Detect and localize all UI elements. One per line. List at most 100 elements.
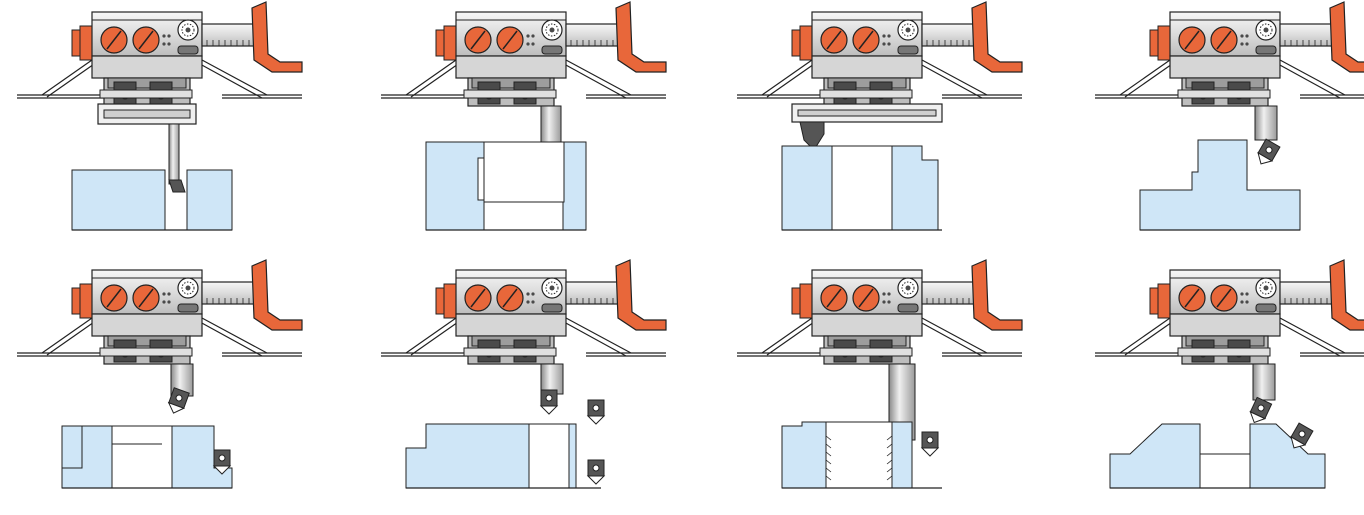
lever-stub-left-2 — [799, 25, 813, 61]
dial-scale — [901, 23, 915, 37]
lever-icon — [251, 1, 303, 73]
dial-center — [549, 285, 555, 291]
workpiece-left — [781, 421, 827, 489]
frame-strut-left-2 — [1124, 61, 1176, 98]
knob-slot — [858, 288, 874, 308]
insert-icon — [1249, 396, 1273, 424]
workpiece-right — [568, 423, 577, 489]
insert-icon — [799, 121, 825, 151]
bore-cavity — [528, 423, 570, 489]
frame-strut-right-2 — [563, 321, 627, 357]
insert-icon — [168, 179, 186, 193]
knob-slot — [1184, 288, 1200, 308]
insert-tip — [586, 415, 606, 425]
collar — [201, 281, 255, 305]
workpiece-left — [425, 141, 485, 231]
indicator-dot — [1240, 292, 1244, 296]
indicator-dot — [167, 292, 171, 296]
dial-center — [185, 285, 191, 291]
workpiece-right — [891, 421, 913, 489]
lever-icon — [1329, 259, 1364, 331]
tool-slide-inner — [797, 109, 937, 117]
head-lower-band — [811, 313, 923, 337]
indicator-dot — [887, 42, 891, 46]
panel-1 — [17, 1, 303, 231]
frame-strut-left — [1119, 59, 1171, 96]
knob-slot — [502, 30, 518, 50]
indicator-dot — [1245, 42, 1249, 46]
frame-strut-right — [1279, 317, 1346, 354]
insert-screw — [1257, 404, 1265, 412]
workpiece-right — [891, 145, 939, 231]
indicator-dot — [1245, 292, 1249, 296]
clamp-rail — [99, 347, 193, 357]
insert-screw — [592, 464, 600, 472]
thread-line — [825, 451, 832, 457]
frame-strut-right-2 — [919, 321, 983, 357]
panel-7 — [737, 259, 1023, 489]
workpiece-left — [71, 169, 166, 231]
dial-center — [1263, 27, 1269, 33]
bore-cavity — [111, 425, 173, 489]
dial-scale — [545, 281, 559, 295]
frame-strut-left-2 — [410, 319, 462, 356]
head-lower-band — [811, 55, 923, 79]
clamp-top — [1185, 77, 1265, 89]
frame-strut-right-2 — [199, 321, 263, 357]
knob-slot — [826, 30, 842, 50]
panel-2 — [381, 1, 667, 231]
thread-line — [886, 467, 893, 473]
collar — [1279, 281, 1333, 305]
clamp-top — [471, 335, 551, 347]
workpiece-left — [1109, 423, 1201, 489]
collar — [565, 23, 619, 47]
frame-strut-left — [1119, 317, 1171, 354]
frame-strut-left — [41, 317, 93, 354]
indicator-dot — [162, 34, 166, 38]
slot-window — [177, 303, 199, 313]
panel-3 — [737, 1, 1023, 231]
slot-window — [177, 45, 199, 55]
head-lower-band — [455, 313, 567, 337]
workpiece-right — [1249, 423, 1326, 489]
indicator-dot — [1245, 300, 1249, 304]
indicator-dot — [526, 300, 530, 304]
knob-slot — [1216, 288, 1232, 308]
lever-stub-left-2 — [443, 25, 457, 61]
knob-slot — [106, 30, 122, 50]
frame-strut-right — [1279, 59, 1346, 96]
tool-slide-inner — [103, 109, 191, 119]
collar — [921, 23, 975, 47]
insert-screw — [926, 436, 934, 444]
knob-slot — [106, 288, 122, 308]
frame-strut-left — [41, 59, 93, 96]
indicator-dot — [531, 42, 535, 46]
frame-strut-right-2 — [1277, 321, 1341, 357]
knob-slot — [826, 288, 842, 308]
clamp-rail — [463, 347, 557, 357]
frame-wings — [17, 59, 302, 99]
dial-scale — [181, 23, 195, 37]
indicator-dot — [882, 300, 886, 304]
insert-icon — [167, 387, 190, 414]
insert-detail-icon — [212, 449, 232, 475]
dial-scale — [1259, 281, 1273, 295]
workpiece-left — [781, 145, 833, 231]
knob-slot — [1216, 30, 1232, 50]
frame-strut-left-2 — [410, 61, 462, 98]
insert-screw — [592, 404, 600, 412]
indicator-dot — [1240, 300, 1244, 304]
workpiece-left — [405, 423, 530, 489]
collar — [921, 281, 975, 305]
insert-icon — [1257, 138, 1281, 165]
clamp-top — [827, 77, 907, 89]
lever-icon — [615, 1, 667, 73]
clamp-top — [471, 77, 551, 89]
insert-tip — [212, 465, 232, 475]
indicator-dot — [1240, 34, 1244, 38]
insert-tip — [586, 475, 606, 485]
clamp-rail — [819, 347, 913, 357]
dial-center — [905, 27, 911, 33]
frame-strut-right-2 — [1277, 63, 1341, 99]
